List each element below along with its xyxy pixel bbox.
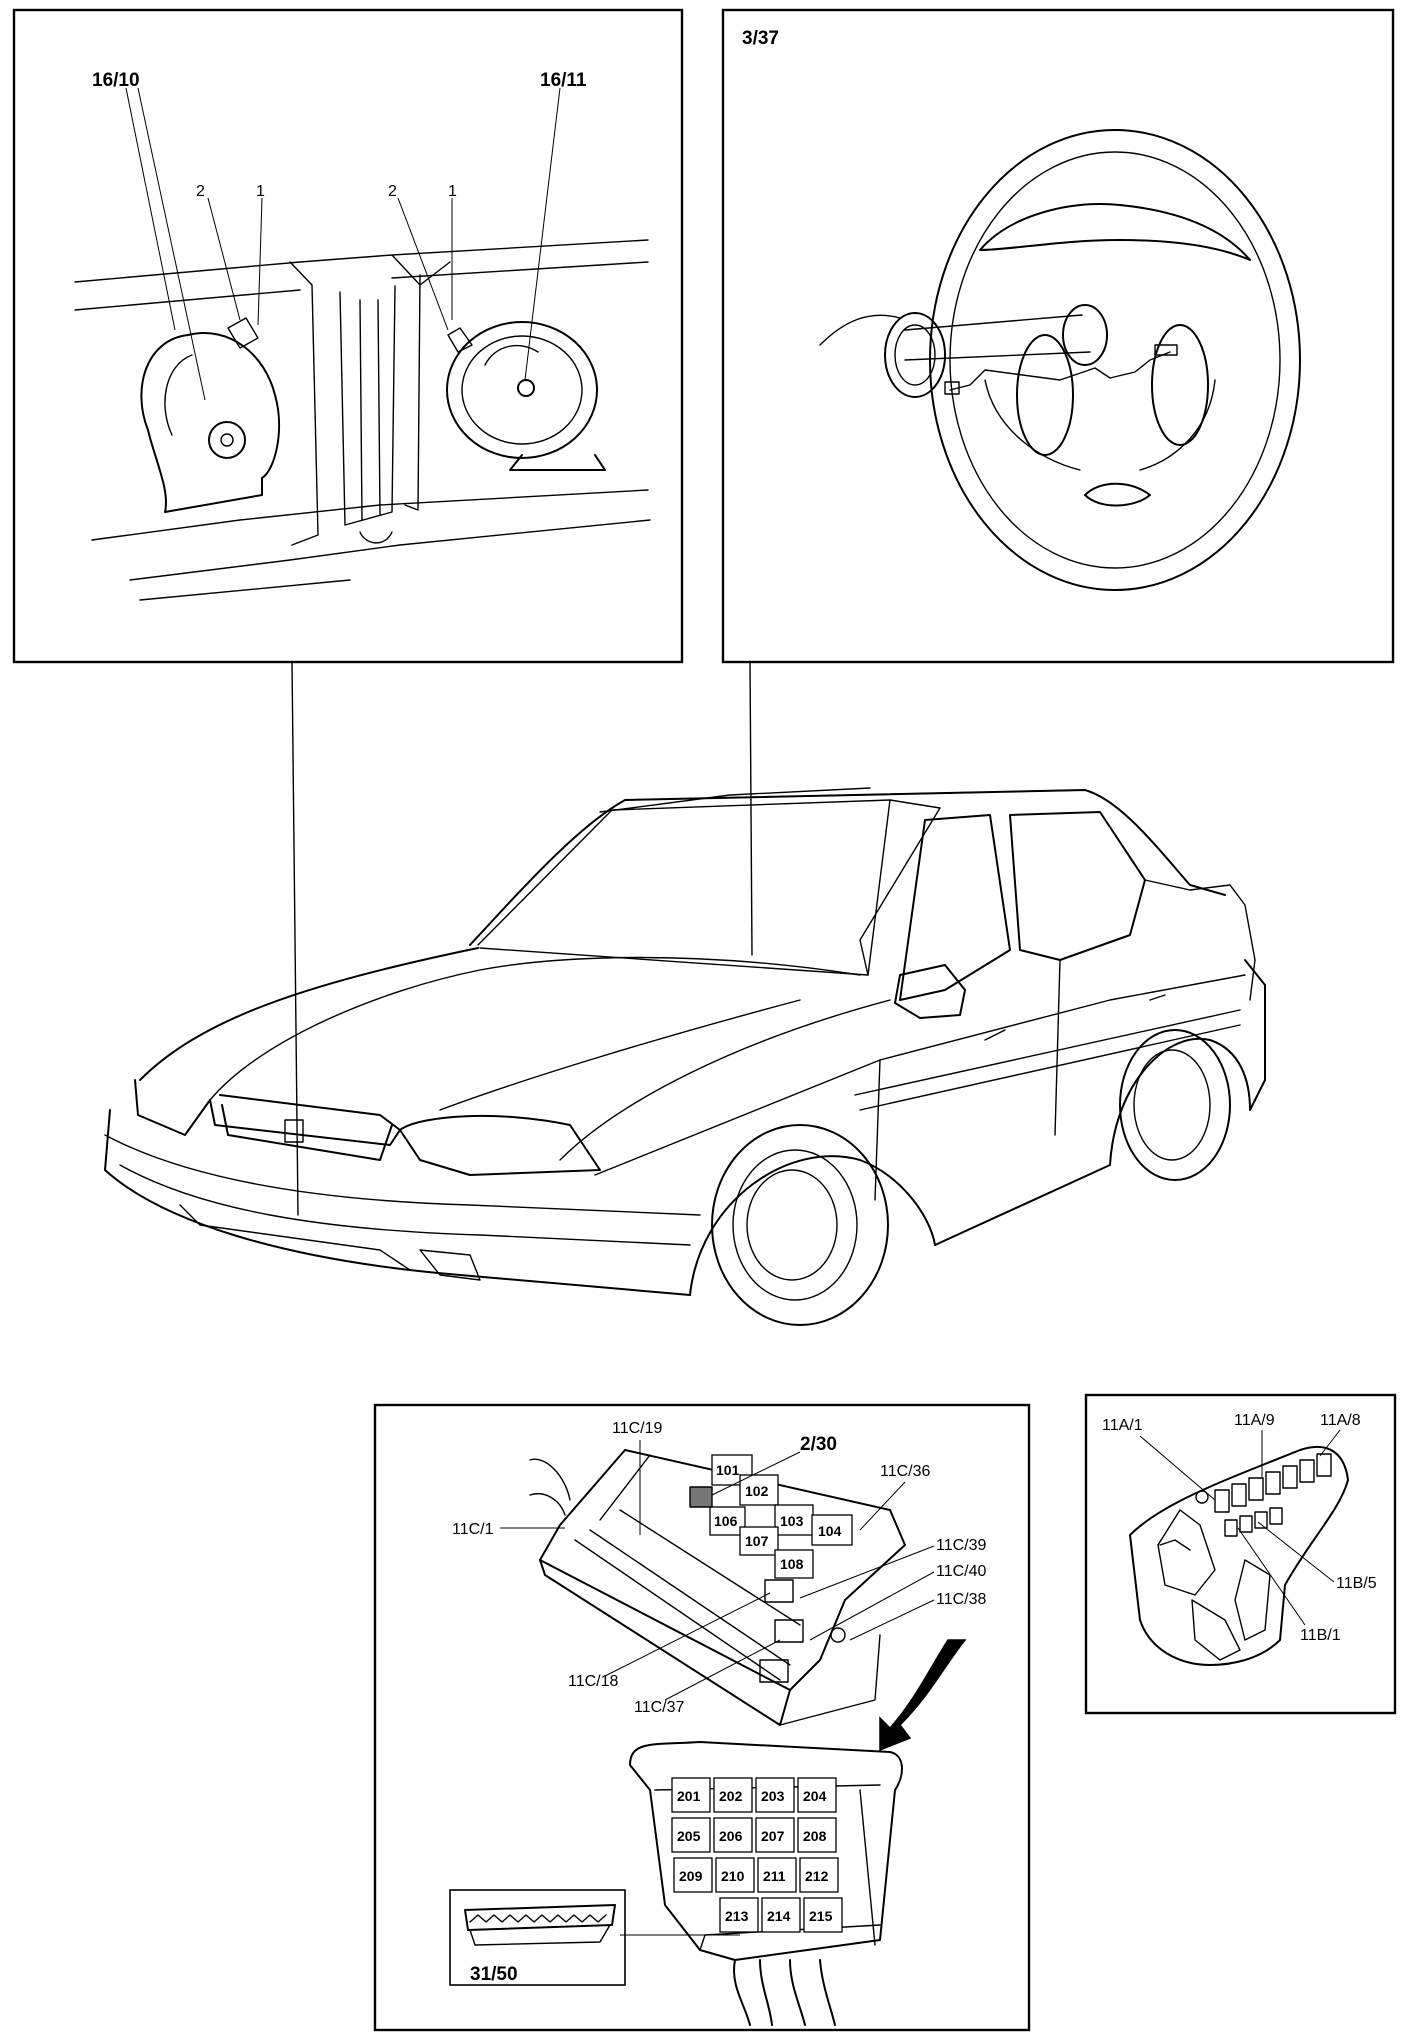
callout-1-right: 1 [448, 183, 457, 200]
relay-103: 103 [780, 1513, 804, 1529]
relay-210: 210 [721, 1868, 745, 1884]
label-11c-38: 11C/38 [936, 1591, 987, 1608]
relay-211: 211 [763, 1868, 786, 1884]
label-31-50: 31/50 [470, 1964, 518, 1985]
horn-panel-frame [12, 8, 684, 664]
label-11a-8: 11A/8 [1320, 1412, 1361, 1429]
steering-wheel [819, 129, 1301, 591]
relay-108: 108 [780, 1556, 804, 1572]
left-horn [140, 317, 281, 513]
label-11c-39: 11C/39 [936, 1537, 987, 1554]
relay-201: 201 [677, 1788, 701, 1804]
car-illustration [104, 787, 1266, 1326]
relay-106: 106 [714, 1513, 738, 1529]
callout-2-left: 2 [196, 183, 205, 200]
relay-101: 101 [716, 1462, 740, 1478]
relay-213: 213 [725, 1908, 749, 1924]
left-horn-label: 16/10 [92, 70, 140, 91]
relay-207: 207 [761, 1828, 785, 1844]
engine-fuse-row [1195, 1453, 1332, 1537]
label-11a-9: 11A/9 [1234, 1412, 1275, 1429]
relay-212: 212 [805, 1868, 829, 1884]
relay-208: 208 [803, 1828, 827, 1844]
label-11c-40: 11C/40 [936, 1563, 987, 1580]
label-11a-1: 11A/1 [1102, 1417, 1143, 1434]
steering-locator-line [749, 661, 753, 956]
engine-fuse-box [1129, 1445, 1349, 1666]
lower-relay-grid: 201 202 203 204 205 206 207 208 209 210 … [671, 1777, 843, 1933]
engine-fuse-box-panel-frame [1084, 1393, 1397, 1715]
horn-locator-line [291, 661, 299, 1216]
callout-2-right: 2 [388, 183, 397, 200]
steering-panel: 3/37 [721, 8, 1395, 664]
flip-arrow [879, 1639, 967, 1752]
relay-209: 209 [679, 1868, 703, 1884]
relay-215: 215 [809, 1908, 833, 1924]
horn-panel: 16/10 16/11 2 1 2 1 [12, 8, 684, 664]
label-11c-19: 11C/19 [612, 1420, 663, 1437]
relay-202: 202 [719, 1788, 743, 1804]
relay-204: 204 [803, 1788, 827, 1804]
relay-107: 107 [745, 1533, 769, 1549]
label-11c-1: 11C/1 [452, 1521, 494, 1538]
engine-fuse-box-panel: 11A/1 11A/9 11A/8 11B/5 11B/1 [1084, 1393, 1397, 1715]
relay-214: 214 [767, 1908, 791, 1924]
label-11b-1: 11B/1 [1300, 1627, 1341, 1644]
relay-205: 205 [677, 1828, 701, 1844]
label-2-30: 2/30 [800, 1434, 837, 1455]
steering-panel-label: 3/37 [742, 28, 779, 49]
right-horn-label: 16/11 [540, 70, 587, 91]
label-11b-5: 11B/5 [1336, 1575, 1377, 1592]
relay-102: 102 [745, 1483, 769, 1499]
connector-inset: 31/50 [449, 1889, 740, 1986]
relay-206: 206 [719, 1828, 743, 1844]
label-11c-37: 11C/37 [634, 1699, 685, 1716]
central-unit-panel: 101 102 103 104 106 107 108 [373, 1403, 1031, 2032]
relay-104: 104 [818, 1523, 842, 1539]
upper-relay-box: 101 102 103 104 106 107 108 [529, 1449, 906, 1726]
lower-relay-box: 201 202 203 204 205 206 207 208 209 210 … [629, 1741, 903, 2026]
relay-203: 203 [761, 1788, 785, 1804]
label-11c-36: 11C/36 [880, 1463, 931, 1480]
callout-1-left: 1 [256, 183, 265, 200]
right-horn [446, 321, 606, 471]
label-11c-18: 11C/18 [568, 1673, 619, 1690]
steering-panel-frame [721, 8, 1395, 664]
